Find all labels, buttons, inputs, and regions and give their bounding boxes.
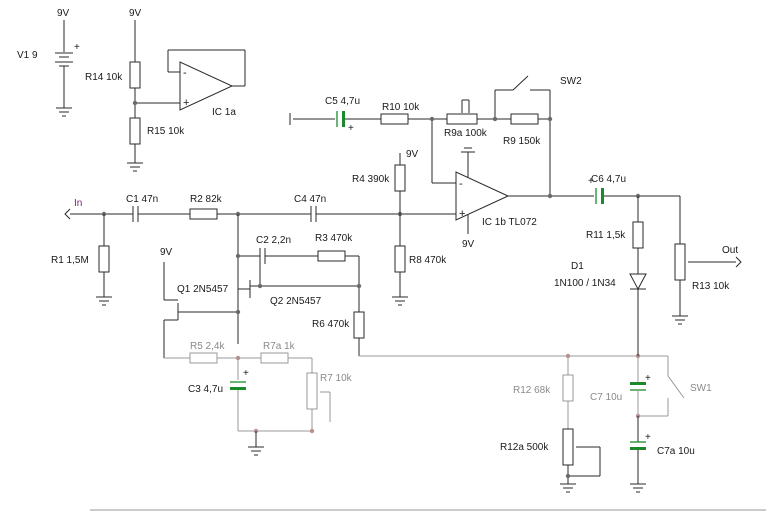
r12-body <box>562 374 574 402</box>
d1-label: D1 <box>571 261 584 272</box>
r12-label: R12 68k <box>513 385 551 396</box>
d1-part-label: 1N100 / 1N34 <box>554 278 616 289</box>
input-net-label: In <box>74 198 82 209</box>
r12a-body <box>562 428 574 466</box>
battery-rail-label: 9V <box>57 8 70 19</box>
r12-network <box>560 356 601 493</box>
r7-label: R7 10k <box>320 373 353 384</box>
r10-label: R10 10k <box>382 102 420 113</box>
ic1b-bias <box>392 153 408 306</box>
ic1b-label: IC 1b TL072 <box>482 217 537 228</box>
c1-label: C1 47n <box>126 194 158 205</box>
r4-label: R4 390k <box>352 174 390 185</box>
r10-body <box>380 113 409 125</box>
output-stage <box>595 188 742 493</box>
sw2-label: SW2 <box>560 76 582 87</box>
r5-label: R5 2,4k <box>190 341 225 352</box>
r9-label: R9 150k <box>503 136 541 147</box>
battery-v1-label: V1 9 <box>17 50 38 61</box>
c3-r7-network <box>230 358 331 456</box>
r7a-label: R7a 1k <box>263 341 296 352</box>
r4-rail-label: 9V <box>406 149 419 160</box>
battery-v1 <box>55 20 73 117</box>
r6-label: R6 470k <box>312 319 350 330</box>
ic1b-rail-label: 9V <box>462 239 475 250</box>
c5-plus-sign: + <box>348 123 354 134</box>
ic1a-plus: + <box>183 97 189 109</box>
r9-body <box>510 113 539 125</box>
ic1b-minus: - <box>459 178 463 190</box>
input-stage <box>64 206 456 306</box>
r15-label: R15 10k <box>147 126 185 137</box>
c6-plus-sign: + <box>588 176 594 187</box>
r8-label: R8 470k <box>409 255 447 266</box>
c7-plus-sign: + <box>645 373 651 384</box>
r1-body <box>98 245 110 273</box>
c5-label: C5 4,7u <box>325 96 360 107</box>
r12a-label: R12a 500k <box>500 442 549 453</box>
q2-stage <box>235 214 365 356</box>
battery-plus-sign: + <box>74 42 80 53</box>
c3-plus-sign: + <box>243 368 249 379</box>
r14-label: R14 10k <box>85 72 123 83</box>
c7a-plus-sign: + <box>645 432 651 443</box>
c7a-label: C7a 10u <box>657 446 695 457</box>
ic1a-label: IC 1a <box>212 107 236 118</box>
q1-stage <box>163 262 313 373</box>
bias-divider <box>127 20 180 172</box>
r1-label: R1 1,5M <box>51 255 89 266</box>
c3-label: C3 4,7u <box>188 384 223 395</box>
feedback-network <box>289 75 553 196</box>
r6-body <box>353 311 365 339</box>
output-net-label: Out <box>722 245 738 256</box>
r7-body <box>306 372 318 410</box>
r3-label: R3 470k <box>315 233 353 244</box>
r2-body <box>189 208 218 220</box>
r4-body <box>394 164 406 192</box>
r14-rail-label: 9V <box>129 8 142 19</box>
r5-body <box>189 352 218 364</box>
ic1a-symbol <box>167 49 246 111</box>
r11-body <box>632 221 644 249</box>
r13-body <box>674 243 686 281</box>
r8-body <box>394 245 406 273</box>
r2-label: R2 82k <box>190 194 223 205</box>
q1-rail-label: 9V <box>160 247 173 258</box>
q2-label: Q2 2N5457 <box>270 296 322 307</box>
ic1b-symbol <box>455 147 594 234</box>
ic1b-plus: + <box>459 208 465 220</box>
r9a-label: R9a 100k <box>444 128 488 139</box>
r14-body <box>129 61 141 89</box>
r13-label: R13 10k <box>692 281 730 292</box>
envelope-rail <box>359 353 668 359</box>
c7-label: C7 10u <box>590 392 622 403</box>
q1-label: Q1 2N5457 <box>177 284 229 295</box>
c6-label: C6 4,7u <box>591 174 626 185</box>
r7a-body <box>260 352 289 364</box>
r3-body <box>317 250 346 262</box>
r9a-body <box>446 113 478 125</box>
c4-label: C4 47n <box>294 194 326 205</box>
c2-label: C2 2,2n <box>256 235 291 246</box>
ic1a-minus: - <box>183 67 187 79</box>
r15-body <box>129 117 141 145</box>
sw1-label: SW1 <box>690 383 712 394</box>
r11-label: R11 1,5k <box>586 230 626 241</box>
